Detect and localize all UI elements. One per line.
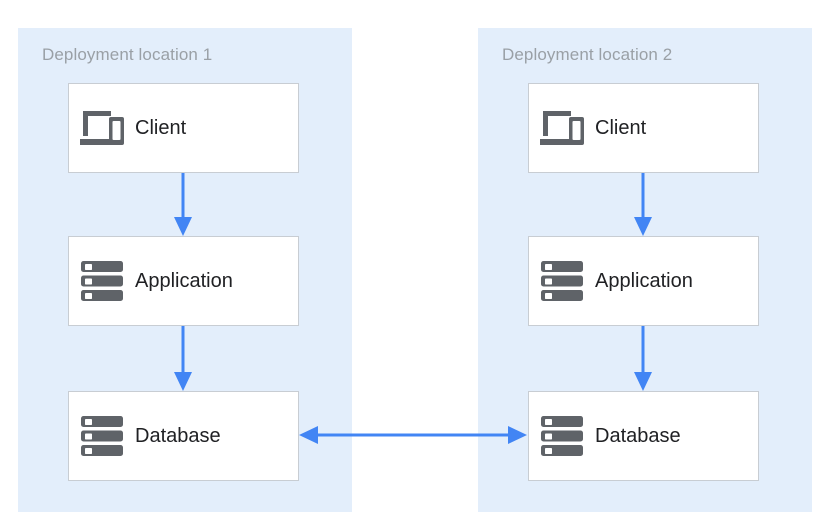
devices-icon — [69, 108, 135, 148]
node-database-2-label: Database — [595, 425, 681, 447]
node-database-1[interactable]: Database — [68, 391, 299, 481]
server-stack-icon — [69, 260, 135, 302]
node-client-1-label: Client — [135, 117, 187, 139]
server-stack-icon — [529, 415, 595, 457]
node-application-1[interactable]: Application — [68, 236, 299, 326]
arrow-client-to-application-1 — [171, 173, 195, 237]
node-client-1[interactable]: Client — [68, 83, 299, 173]
devices-icon — [529, 108, 595, 148]
arrow-client-to-application-2 — [631, 173, 655, 237]
node-application-1-label: Application — [135, 270, 233, 292]
server-stack-icon — [529, 260, 595, 302]
deployment-zone-1: Deployment location 1 Client — [18, 28, 352, 512]
node-client-2[interactable]: Client — [528, 83, 759, 173]
node-application-2-label: Application — [595, 270, 693, 292]
node-client-2-label: Client — [595, 117, 647, 139]
node-application-2[interactable]: Application — [528, 236, 759, 326]
arrow-application-to-database-2 — [631, 326, 655, 392]
node-database-1-label: Database — [135, 425, 221, 447]
arrow-application-to-database-1 — [171, 326, 195, 392]
arrow-database-replication-link — [298, 423, 528, 447]
deployment-zone-2: Deployment location 2 Client — [478, 28, 812, 512]
zone-1-title: Deployment location 1 — [42, 45, 213, 64]
server-stack-icon — [69, 415, 135, 457]
zone-2-title: Deployment location 2 — [502, 45, 673, 64]
node-database-2[interactable]: Database — [528, 391, 759, 481]
